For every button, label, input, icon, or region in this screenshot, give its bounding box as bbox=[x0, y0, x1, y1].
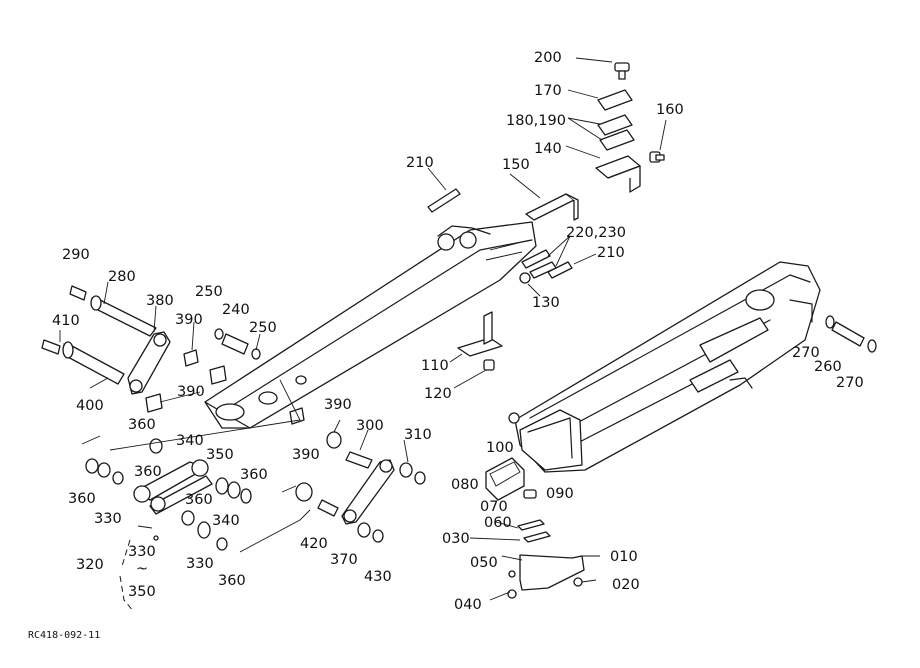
label-260: 260 bbox=[814, 359, 842, 375]
label-210-lower: 210 bbox=[597, 245, 625, 261]
label-050: 050 bbox=[470, 555, 498, 571]
label-390-d: 390 bbox=[292, 447, 320, 463]
label-250-right: 250 bbox=[249, 320, 277, 336]
label-200: 200 bbox=[534, 50, 562, 66]
label-250-left: 250 bbox=[195, 284, 223, 300]
label-360-e: 360 bbox=[185, 492, 213, 508]
label-020: 020 bbox=[612, 577, 640, 593]
part-labels: 200 170 180,190 140 160 150 210 220,230 … bbox=[28, 50, 864, 641]
label-360-f: 360 bbox=[218, 573, 246, 589]
label-390-c: 390 bbox=[324, 397, 352, 413]
lower-link-set bbox=[85, 407, 426, 551]
label-320: 320 bbox=[76, 557, 104, 573]
label-130: 130 bbox=[532, 295, 560, 311]
label-430: 430 bbox=[364, 569, 392, 585]
left-linkage bbox=[41, 285, 261, 413]
drawing-reference: RC418-092-11 bbox=[28, 630, 100, 641]
label-100: 100 bbox=[486, 440, 514, 456]
label-270-left: 270 bbox=[792, 345, 820, 361]
leader-lines bbox=[59, 57, 667, 613]
label-270-right: 270 bbox=[836, 375, 864, 391]
label-330-a: 330 bbox=[94, 511, 122, 527]
label-060: 060 bbox=[484, 515, 512, 531]
label-140: 140 bbox=[534, 141, 562, 157]
label-380: 380 bbox=[146, 293, 174, 309]
label-330-c: 330 bbox=[186, 556, 214, 572]
label-390-upper: 390 bbox=[175, 312, 203, 328]
label-160: 160 bbox=[656, 102, 684, 118]
label-080: 080 bbox=[451, 477, 479, 493]
label-360-c: 360 bbox=[240, 467, 268, 483]
label-350-b: 350 bbox=[128, 584, 156, 600]
main-arm bbox=[204, 221, 537, 429]
label-120: 120 bbox=[424, 386, 452, 402]
label-070: 070 bbox=[480, 499, 508, 515]
label-280: 280 bbox=[108, 269, 136, 285]
label-420: 420 bbox=[300, 536, 328, 552]
label-400: 400 bbox=[76, 398, 104, 414]
label-170: 170 bbox=[534, 83, 562, 99]
label-340-b: 340 bbox=[212, 513, 240, 529]
label-220-230: 220,230 bbox=[566, 225, 626, 241]
lower-right-parts bbox=[485, 315, 877, 599]
label-340-a: 340 bbox=[176, 433, 204, 449]
upper-parts bbox=[427, 62, 665, 371]
label-360-b: 360 bbox=[134, 464, 162, 480]
label-360-d: 360 bbox=[68, 491, 96, 507]
label-range-tilde: ~ bbox=[136, 561, 148, 577]
label-110: 110 bbox=[421, 358, 449, 374]
label-180-190: 180,190 bbox=[506, 113, 566, 129]
label-350-a: 350 bbox=[206, 447, 234, 463]
label-310: 310 bbox=[404, 427, 432, 443]
label-330-b: 330 bbox=[128, 544, 156, 560]
label-010: 010 bbox=[610, 549, 638, 565]
label-210-upper: 210 bbox=[406, 155, 434, 171]
label-030: 030 bbox=[442, 531, 470, 547]
label-290: 290 bbox=[62, 247, 90, 263]
label-410: 410 bbox=[52, 313, 80, 329]
label-150: 150 bbox=[502, 157, 530, 173]
label-090: 090 bbox=[546, 486, 574, 502]
label-240: 240 bbox=[222, 302, 250, 318]
label-040: 040 bbox=[454, 597, 482, 613]
secondary-arm bbox=[514, 261, 821, 473]
label-370: 370 bbox=[330, 552, 358, 568]
label-300: 300 bbox=[356, 418, 384, 434]
label-390-mid: 390 bbox=[177, 384, 205, 400]
label-360-a: 360 bbox=[128, 417, 156, 433]
